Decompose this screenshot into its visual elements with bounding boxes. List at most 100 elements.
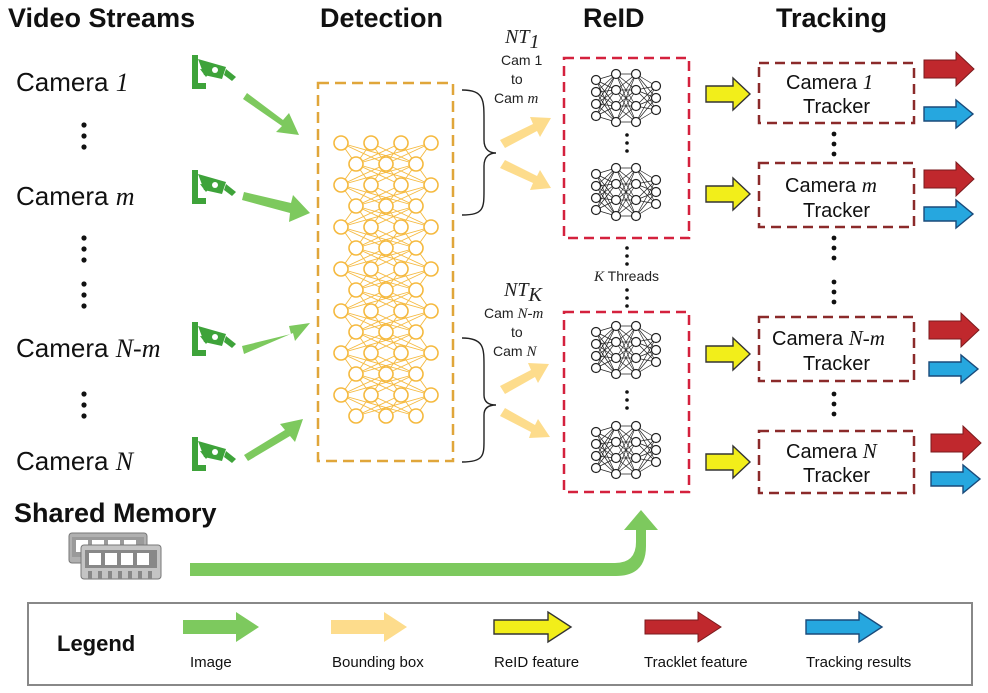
network-edge bbox=[370, 205, 417, 228]
network-node bbox=[333, 303, 349, 319]
svg-text:Tracker: Tracker bbox=[803, 353, 870, 375]
network-node bbox=[423, 135, 439, 151]
network-node bbox=[423, 219, 439, 235]
svg-text:to: to bbox=[511, 324, 523, 340]
network-edge bbox=[355, 142, 402, 165]
network-node bbox=[393, 387, 409, 403]
network-node bbox=[363, 177, 379, 193]
network-node bbox=[378, 282, 394, 298]
reid-network bbox=[590, 68, 662, 128]
network-edge bbox=[355, 142, 432, 165]
network-edge bbox=[385, 184, 432, 207]
svg-text:Cam N: Cam N bbox=[493, 343, 537, 360]
reid-network bbox=[590, 420, 662, 480]
network-node bbox=[363, 303, 379, 319]
svg-text:Tracker: Tracker bbox=[803, 465, 870, 487]
network-node bbox=[363, 387, 379, 403]
network-node bbox=[393, 303, 409, 319]
network-node bbox=[423, 177, 439, 193]
network-node bbox=[378, 156, 394, 172]
network-node bbox=[423, 303, 439, 319]
reid-box-top bbox=[562, 56, 691, 240]
network-edge bbox=[385, 394, 432, 417]
network-edge bbox=[355, 184, 402, 207]
network-node bbox=[393, 261, 409, 277]
network-node bbox=[423, 345, 439, 361]
detection-network bbox=[333, 135, 439, 424]
network-node bbox=[348, 408, 364, 424]
network-node bbox=[363, 219, 379, 235]
network-edge bbox=[385, 268, 432, 291]
network-edge bbox=[385, 352, 432, 375]
network-edge bbox=[385, 142, 432, 165]
network-edge bbox=[340, 331, 387, 354]
tracker-box-1: Camera 1 Tracker bbox=[757, 61, 916, 125]
legend-image-arrow bbox=[183, 612, 259, 642]
network-node bbox=[423, 261, 439, 277]
network-node bbox=[378, 408, 394, 424]
legend-tracking-results-arrow bbox=[805, 610, 884, 644]
camera-icon bbox=[192, 55, 236, 89]
network-edge bbox=[355, 226, 402, 249]
tracker-box-m: Camera m Tracker bbox=[757, 161, 916, 229]
tracking-results-arrows bbox=[923, 98, 982, 495]
camera-label-n-m: Camera N-m bbox=[16, 333, 160, 363]
brace-top bbox=[461, 89, 497, 216]
camera-icon bbox=[192, 322, 236, 356]
network-node bbox=[408, 198, 424, 214]
camera-label-1: Camera 1 bbox=[16, 67, 129, 97]
detection-box bbox=[316, 81, 455, 463]
header-video-streams: Video Streams bbox=[8, 3, 195, 33]
legend-tracklet-feature-label: Tracklet feature bbox=[644, 654, 748, 671]
network-edge bbox=[340, 163, 417, 186]
svg-text:Camera N-m: Camera N-m bbox=[772, 326, 885, 350]
network-edge bbox=[355, 268, 432, 291]
camera-label-n: Camera N bbox=[16, 446, 135, 476]
network-node bbox=[333, 135, 349, 151]
legend-bounding-box-arrow bbox=[331, 612, 407, 642]
network-node bbox=[348, 240, 364, 256]
network-edge bbox=[355, 310, 432, 333]
network-edge bbox=[355, 352, 432, 375]
network-edge bbox=[355, 310, 402, 333]
bounding-box-arrows bbox=[500, 117, 551, 438]
shared-memory-title: Shared Memory bbox=[14, 498, 217, 528]
svg-text:NT1: NT1 bbox=[504, 26, 539, 53]
network-node bbox=[348, 366, 364, 382]
image-arrows bbox=[242, 93, 310, 461]
tracker-ellipsis bbox=[831, 131, 837, 417]
svg-text:Camera m: Camera m bbox=[785, 173, 877, 197]
network-node bbox=[348, 198, 364, 214]
svg-text:Camera 1: Camera 1 bbox=[786, 70, 873, 94]
camera-icon bbox=[192, 170, 236, 204]
network-edge bbox=[340, 247, 387, 270]
camera-label-m: Camera m bbox=[16, 181, 134, 211]
network-node bbox=[423, 387, 439, 403]
network-edge bbox=[340, 373, 417, 396]
header-tracking: Tracking bbox=[776, 3, 887, 33]
network-node bbox=[363, 135, 379, 151]
network-edge bbox=[340, 289, 387, 312]
network-node bbox=[333, 345, 349, 361]
network-edge bbox=[385, 226, 432, 249]
legend-image-label: Image bbox=[190, 654, 232, 671]
network-node bbox=[333, 387, 349, 403]
network-node bbox=[393, 219, 409, 235]
network-edge bbox=[355, 352, 402, 375]
network-node bbox=[393, 177, 409, 193]
svg-text:NTK: NTK bbox=[503, 279, 543, 306]
network-edge bbox=[340, 163, 387, 186]
network-node bbox=[408, 282, 424, 298]
network-edge bbox=[340, 247, 417, 270]
network-edge bbox=[370, 163, 417, 186]
thread-label-k: NTK Cam N-m to Cam N bbox=[484, 279, 543, 360]
network-node bbox=[408, 156, 424, 172]
network-node bbox=[378, 198, 394, 214]
tracker-box-n-m: Camera N-m Tracker bbox=[757, 315, 916, 383]
memory-icon bbox=[68, 532, 162, 580]
network-edge bbox=[355, 394, 432, 417]
network-node bbox=[408, 240, 424, 256]
network-edge bbox=[370, 373, 417, 396]
network-edge bbox=[355, 226, 432, 249]
camera-icon bbox=[192, 437, 236, 471]
